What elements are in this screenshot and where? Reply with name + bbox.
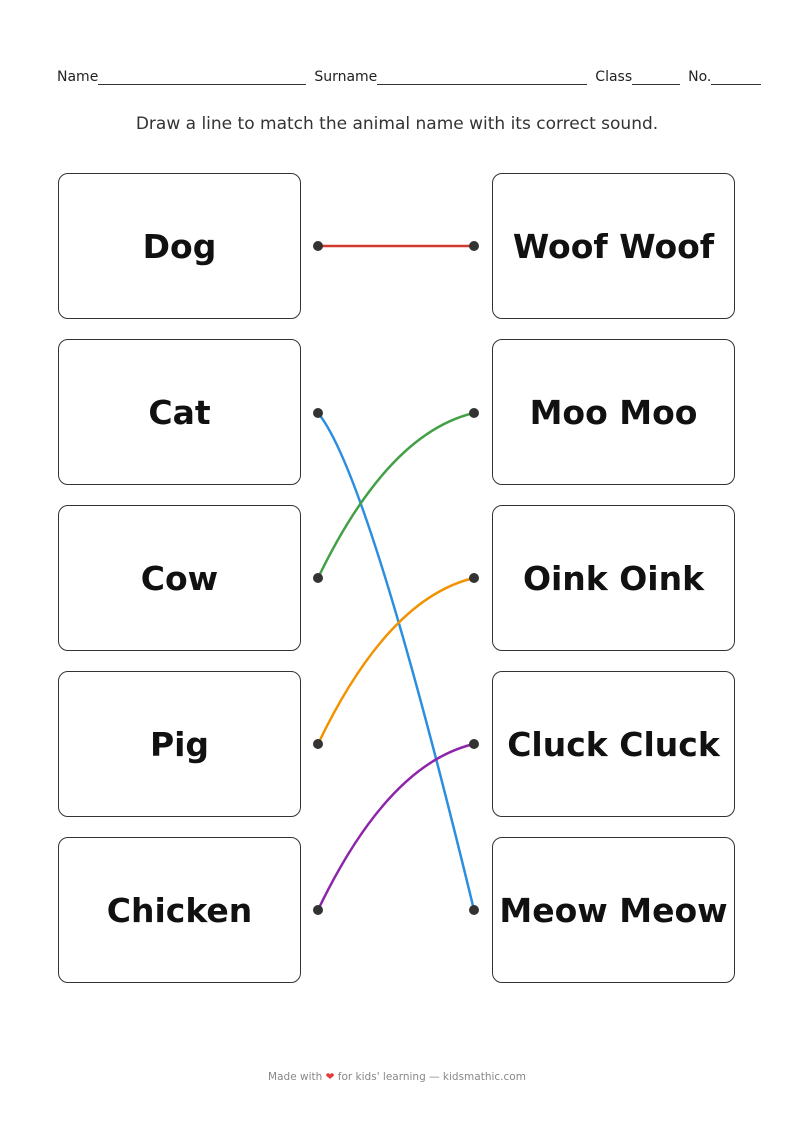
sound-dot[interactable] — [469, 241, 479, 251]
match-line[interactable] — [316, 742, 475, 911]
sound-card[interactable]: Moo Moo — [492, 339, 735, 485]
animal-card[interactable]: Pig — [58, 671, 301, 817]
sound-card[interactable]: Woof Woof — [492, 173, 735, 319]
footer-prefix: Made with — [268, 1071, 323, 1083]
sound-card[interactable]: Cluck Cluck — [492, 671, 735, 817]
heart-icon: ❤ — [325, 1071, 335, 1083]
match-line[interactable] — [316, 576, 475, 745]
no-field[interactable] — [711, 70, 762, 85]
sound-dot[interactable] — [469, 408, 479, 418]
footer: Made with ❤ for kids' learning — kidsmat… — [0, 1071, 794, 1083]
animal-dot[interactable] — [313, 573, 323, 583]
match-line[interactable] — [316, 411, 475, 579]
footer-suffix: for kids' learning — kidsmathic.com — [337, 1071, 526, 1083]
name-label: Name — [57, 69, 99, 85]
animal-card[interactable]: Cow — [58, 505, 301, 651]
animal-card[interactable]: Dog — [58, 173, 301, 319]
surname-field[interactable] — [377, 70, 588, 85]
sound-dot[interactable] — [469, 905, 479, 915]
surname-label: Surname — [314, 69, 378, 85]
sound-card[interactable]: Oink Oink — [492, 505, 735, 651]
animal-card[interactable]: Cat — [58, 339, 301, 485]
no-label: No. — [688, 69, 712, 85]
class-label: Class — [595, 69, 633, 85]
instruction: Draw a line to match the animal name wit… — [135, 114, 659, 134]
sound-dot[interactable] — [469, 573, 479, 583]
class-field[interactable] — [632, 70, 681, 85]
sound-dot[interactable] — [469, 739, 479, 749]
animal-dot[interactable] — [313, 739, 323, 749]
animal-dot[interactable] — [313, 241, 323, 251]
animal-dot[interactable] — [313, 905, 323, 915]
animal-dot[interactable] — [313, 408, 323, 418]
student-info-header: Name Surname Class No. — [57, 69, 773, 85]
animal-card[interactable]: Chicken — [58, 837, 301, 983]
sound-card[interactable]: Meow Meow — [492, 837, 735, 983]
name-field[interactable] — [98, 70, 307, 85]
match-line[interactable] — [317, 412, 476, 911]
